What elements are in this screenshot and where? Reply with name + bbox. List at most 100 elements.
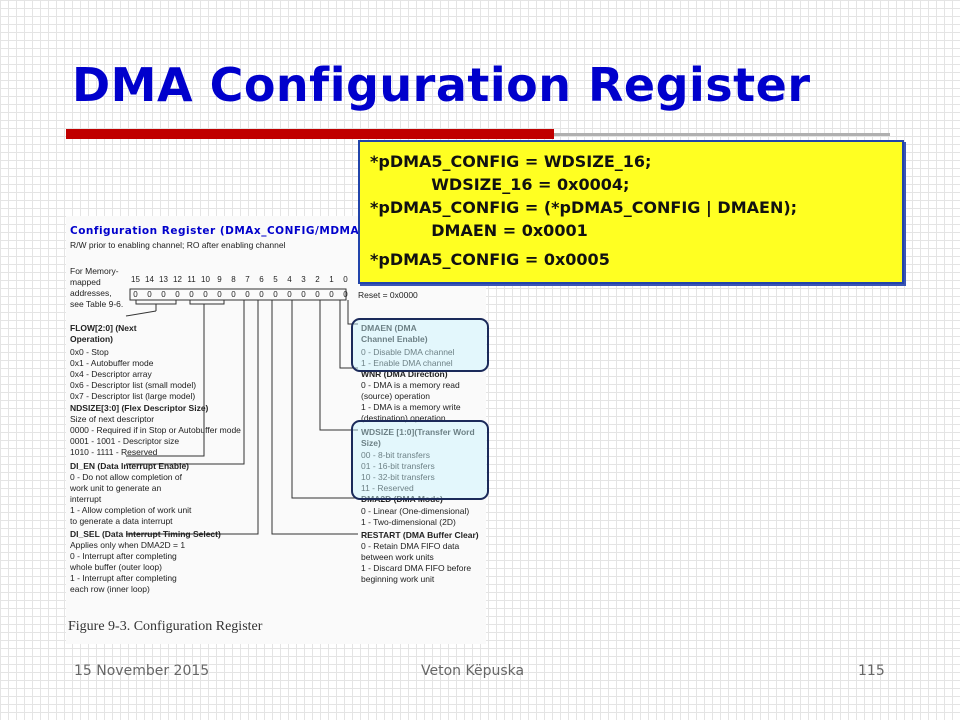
- code-box: *pDMA5_CONFIG = WDSIZE_16; WDSIZE_16 = 0…: [358, 140, 904, 284]
- field-di-sel-option: 0 - Interrupt after completing: [70, 551, 177, 561]
- field-wdsize-title: Size): [361, 438, 381, 448]
- field-wnr-option: (destination) operation: [361, 413, 446, 423]
- field-flow-option: 0x6 - Descriptor list (small model): [70, 380, 197, 390]
- slide-title: DMA Configuration Register: [72, 58, 811, 112]
- bit-value: 0: [329, 290, 334, 299]
- field-wnr-option: 1 - DMA is a memory write: [361, 402, 461, 412]
- footer-date: 15 November 2015: [74, 663, 210, 679]
- bit-number: 2: [315, 275, 320, 284]
- register-figure: Configuration Register (DMAx_CONFIG/MDMA…: [66, 216, 486, 644]
- field-ndsize-option: 0001 - 1001 - Descriptor size: [70, 436, 180, 446]
- field-wnr-title: WNR (DMA Direction): [361, 369, 448, 379]
- field-di-sel-option: whole buffer (outer loop): [70, 562, 162, 572]
- highlight-wdsize: [351, 420, 489, 500]
- field-ndsize-option: 1010 - 1111 - Reserved: [70, 447, 158, 457]
- connector-lines: [125, 288, 358, 535]
- title-underline-red: [66, 129, 554, 139]
- field-di-en-option: work unit to generate an: [70, 483, 162, 493]
- field-ndsize-option: Size of next descriptor: [70, 414, 155, 424]
- memory-note-line: mapped: [70, 277, 101, 287]
- bit-value: 0: [301, 290, 306, 299]
- bit-value: 0: [287, 290, 292, 299]
- slide-edge: [0, 0, 46, 720]
- field-dma2d-option: 0 - Linear (One-dimensional): [361, 506, 470, 516]
- bit-number: 13: [159, 275, 168, 284]
- bit-number: 9: [217, 275, 222, 284]
- footer-author: Veton Këpuska: [421, 663, 525, 679]
- highlight-dmaen: [351, 318, 489, 372]
- field-wnr-option: (source) operation: [361, 391, 430, 401]
- field-dmaen-title: DMAEN (DMA: [361, 323, 417, 333]
- memory-note-line: see Table 9-6.: [70, 299, 124, 309]
- bit-value: 0: [175, 290, 180, 299]
- field-di-en-option: interrupt: [70, 494, 102, 504]
- field-di-en-title: DI_EN (Data Interrupt Enable): [70, 461, 190, 471]
- memory-note-line: For Memory-: [70, 266, 119, 276]
- bit-value: 0: [147, 290, 152, 299]
- figure-header: Configuration Register (DMAx_CONFIG/MDMA…: [70, 225, 439, 237]
- field-flow-option: 0x1 - Autobuffer mode: [70, 358, 154, 368]
- field-flow-option: 0x7 - Descriptor list (large model): [70, 391, 196, 401]
- bit-number: 10: [201, 275, 210, 284]
- field-di-en-option: 0 - Do not allow completion of: [70, 472, 182, 482]
- bit-value: 0: [203, 290, 208, 299]
- field-dmaen-option: 0 - Disable DMA channel: [361, 347, 455, 357]
- bit-value: 0: [315, 290, 320, 299]
- reset-value: Reset = 0x0000: [358, 290, 418, 300]
- field-flow-option: 0x4 - Descriptor array: [70, 369, 152, 379]
- figure-subheader: R/W prior to enabling channel; RO after …: [70, 240, 286, 250]
- bit-value: 0: [245, 290, 250, 299]
- field-dma2d-option: 1 - Two-dimensional (2D): [361, 517, 456, 527]
- bit-number: 0: [343, 275, 348, 284]
- field-wdsize-option: 00 - 8-bit transfers: [361, 450, 430, 460]
- field-restart-option: 1 - Discard DMA FIFO before: [361, 563, 472, 573]
- bit-value: 0: [273, 290, 278, 299]
- field-restart-title: RESTART (DMA Buffer Clear): [361, 530, 479, 540]
- bit-number: 6: [259, 275, 264, 284]
- bit-number: 12: [173, 275, 182, 284]
- code-line: DMAEN = 0x0001: [370, 221, 588, 240]
- field-flow-option: 0x0 - Stop: [70, 347, 109, 357]
- field-dmaen-option: 1 - Enable DMA channel: [361, 358, 453, 368]
- bit-number: 5: [273, 275, 278, 284]
- bit-number: 4: [287, 275, 292, 284]
- field-wdsize-option: 01 - 16-bit transfers: [361, 461, 435, 471]
- code-line: *pDMA5_CONFIG = 0x0005: [370, 250, 610, 269]
- bit-value: 0: [259, 290, 264, 299]
- bit-number: 14: [145, 275, 154, 284]
- field-flow-title: Operation): [70, 334, 113, 344]
- field-wdsize-option: 10 - 32-bit transfers: [361, 472, 435, 482]
- bit-number: 7: [245, 275, 250, 284]
- field-di-sel-option: Applies only when DMA2D = 1: [70, 540, 186, 550]
- code-line: WDSIZE_16 = 0x0004;: [370, 175, 630, 194]
- figure-caption: Figure 9-3. Configuration Register: [68, 619, 263, 634]
- field-restart-option: 0 - Retain DMA FIFO data: [361, 541, 460, 551]
- bit-value: 0: [217, 290, 222, 299]
- field-restart-option: beginning work unit: [361, 574, 435, 584]
- field-di-sel-option: each row (inner loop): [70, 584, 150, 594]
- bit-number: 1: [329, 275, 334, 284]
- field-flow-title: FLOW[2:0] (Next: [70, 323, 137, 333]
- field-dmaen-title: Channel Enable): [361, 334, 428, 344]
- field-di-sel-title: DI_SEL (Data Interrupt Timing Select): [70, 529, 221, 539]
- bit-value: 0: [161, 290, 166, 299]
- field-wnr-option: 0 - DMA is a memory read: [361, 380, 460, 390]
- code-line: *pDMA5_CONFIG = (*pDMA5_CONFIG | DMAEN);: [370, 198, 798, 217]
- code-line: *pDMA5_CONFIG = WDSIZE_16;: [370, 152, 652, 171]
- bit-number: 15: [131, 275, 140, 284]
- field-ndsize-title: NDSIZE[3:0] (Flex Descriptor Size): [70, 403, 209, 413]
- footer-page-number: 115: [858, 663, 885, 679]
- bit-value: 0: [343, 290, 348, 299]
- field-restart-option: between work units: [361, 552, 434, 562]
- field-di-sel-option: 1 - Interrupt after completing: [70, 573, 177, 583]
- bit-number: 3: [301, 275, 306, 284]
- field-wdsize-option: 11 - Reserved: [361, 483, 414, 493]
- memory-note-line: addresses,: [70, 288, 112, 298]
- field-di-en-option: 1 - Allow completion of work unit: [70, 505, 192, 515]
- bit-number: 8: [231, 275, 236, 284]
- field-di-en-option: to generate a data interrupt: [70, 516, 173, 526]
- bit-value: 0: [133, 290, 138, 299]
- field-ndsize-option: 0000 - Required if in Stop or Autobuffer…: [70, 425, 241, 435]
- bit-number: 11: [187, 275, 196, 284]
- bit-value: 0: [189, 290, 194, 299]
